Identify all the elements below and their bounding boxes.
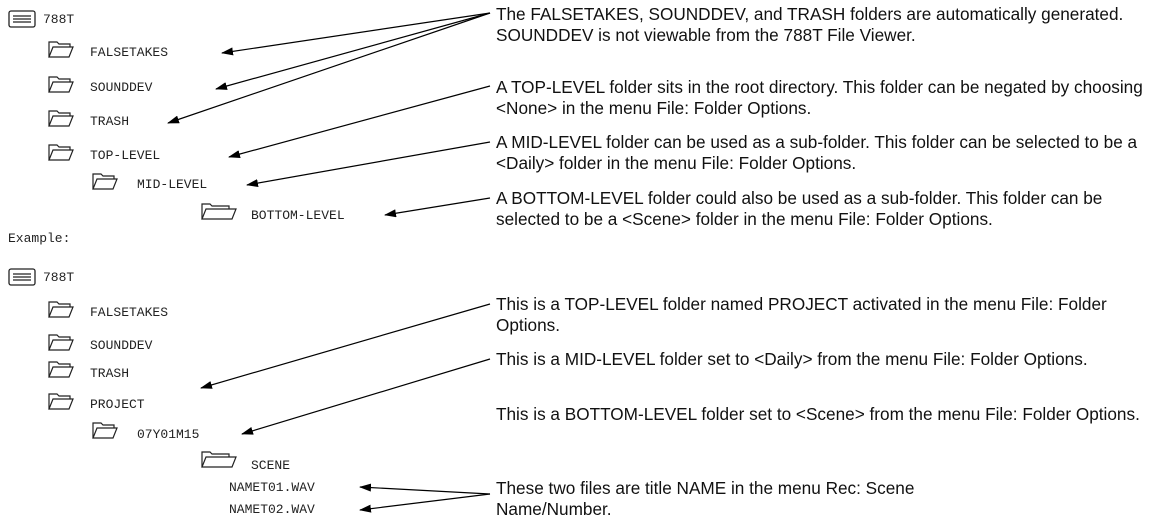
- drive-icon: [8, 268, 36, 286]
- note-top-level: A TOP-LEVEL folder sits in the root dire…: [496, 77, 1143, 118]
- folder-project: PROJECT: [90, 397, 145, 412]
- folder-falsetakes: FALSETAKES: [90, 45, 169, 60]
- arrow-falsetakes: [221, 12, 491, 56]
- folder-icon: [92, 173, 118, 190]
- arrow-file-1: [359, 483, 491, 495]
- folder-top-level: TOP-LEVEL: [90, 148, 161, 163]
- file-namet02: NAMET02.WAV: [229, 502, 315, 517]
- arrow-top-level: [228, 85, 491, 158]
- folder-daily: 07Y01M15: [137, 427, 200, 442]
- folder-mid-level: MID-LEVEL: [137, 177, 208, 192]
- folder-trash-example: TRASH: [90, 366, 130, 381]
- note-auto-folders: The FALSETAKES, SOUNDDEV, and TRASH fold…: [496, 4, 1124, 45]
- arrow-file-2: [359, 493, 491, 513]
- example-label: Example:: [8, 231, 71, 246]
- folder-icon: [48, 144, 74, 161]
- folder-sounddev-example: SOUNDDEV: [90, 338, 153, 353]
- note-bottom-level: A BOTTOM-LEVEL folder could also be used…: [496, 188, 1103, 229]
- folder-icon: [48, 301, 74, 318]
- drive-label-example: 788T: [43, 270, 75, 285]
- folder-bottom-level: BOTTOM-LEVEL: [251, 208, 345, 223]
- folder-scene: SCENE: [251, 458, 291, 473]
- drive-label: 788T: [43, 12, 75, 27]
- arrow-mid-level: [246, 141, 491, 188]
- file-namet01: NAMET01.WAV: [229, 480, 315, 495]
- folder-icon: [48, 334, 74, 351]
- arrow-daily: [241, 358, 491, 435]
- folder-sounddev: SOUNDDEV: [90, 80, 153, 95]
- folder-icon: [92, 422, 118, 439]
- folder-icon: [48, 41, 74, 58]
- arrow-project: [200, 303, 491, 389]
- folder-icon: [48, 76, 74, 93]
- folder-icon: [201, 451, 237, 468]
- folder-falsetakes-example: FALSETAKES: [90, 305, 169, 320]
- arrow-trash: [167, 12, 491, 124]
- note-files: These two files are title NAME in the me…: [496, 478, 915, 519]
- note-scene: This is a BOTTOM-LEVEL folder set to <Sc…: [496, 404, 1140, 424]
- arrow-sounddev: [215, 12, 491, 90]
- folder-icon: [48, 110, 74, 127]
- note-project: This is a TOP-LEVEL folder named PROJECT…: [496, 294, 1107, 335]
- folder-icon: [48, 393, 74, 410]
- note-daily: This is a MID-LEVEL folder set to <Daily…: [496, 349, 1088, 369]
- note-mid-level: A MID-LEVEL folder can be used as a sub-…: [496, 132, 1138, 173]
- folder-icon: [201, 203, 237, 220]
- folder-trash: TRASH: [90, 114, 130, 129]
- drive-icon: [8, 10, 36, 28]
- folder-icon: [48, 361, 74, 378]
- arrow-bottom-level: [384, 197, 491, 218]
